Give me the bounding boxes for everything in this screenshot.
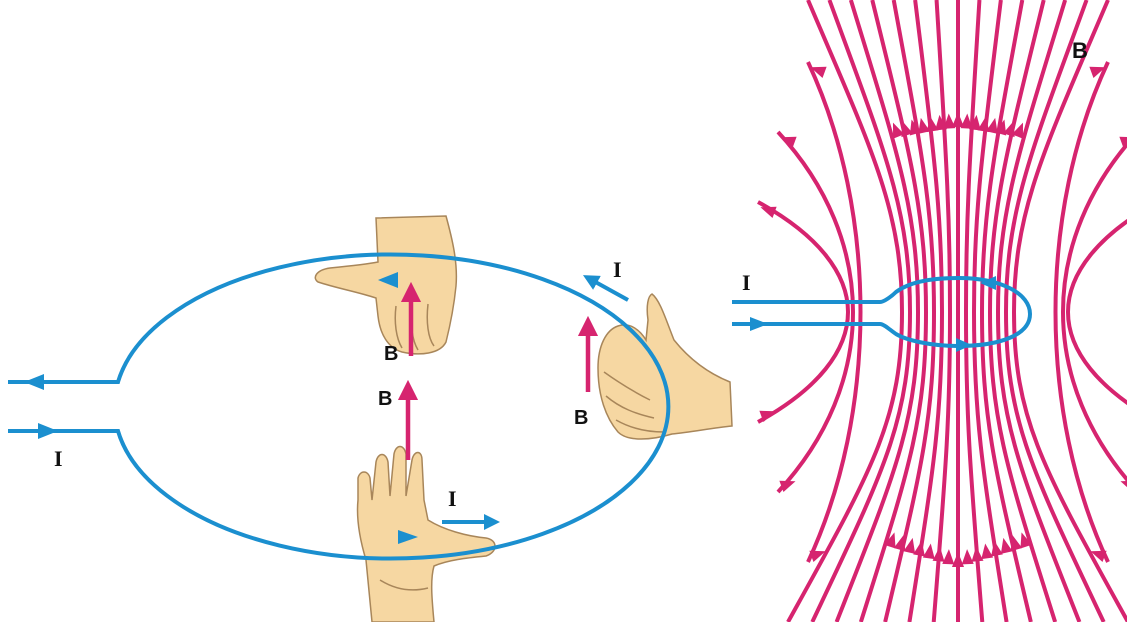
wire-arrow-out-icon	[24, 374, 44, 390]
right-hand-bottom-icon	[357, 447, 495, 622]
label-b-field: B	[1072, 38, 1088, 63]
current-arrow-right-side	[590, 279, 628, 300]
field-lines	[758, 0, 1127, 622]
field-line-1	[788, 0, 902, 622]
label-b-right-hand: B	[574, 407, 588, 429]
current-loop	[8, 255, 668, 559]
label-i-right-side: I	[613, 257, 622, 282]
right-hand-top-icon	[315, 216, 456, 354]
right-hand-right-icon	[598, 294, 732, 439]
wire-arrow-in-icon	[38, 423, 58, 439]
field-arrow-bottom-9	[961, 549, 974, 565]
small-current-loop	[732, 278, 1030, 346]
field-arrow-bottom-7	[942, 549, 955, 565]
field-line-outer-right-2	[1063, 132, 1127, 492]
small-loop-wire	[732, 278, 1030, 346]
label-b-bottom-hand: B	[378, 388, 392, 410]
field-arrow-bottom-8	[952, 552, 964, 567]
left-panel: B B B I I I	[8, 216, 732, 622]
field-line-outer-left-3	[758, 202, 848, 422]
field-arrow-outer-out-right-2	[1119, 132, 1127, 148]
field-arrow-bottom-10	[970, 546, 983, 562]
small-lead-arrow-in-icon	[750, 317, 768, 331]
right-panel: B I	[732, 0, 1127, 622]
label-i-small-lead: I	[742, 270, 751, 295]
current-indicators	[442, 279, 628, 522]
label-i-lead: I	[54, 446, 63, 471]
small-loop-arrow-bottom-icon	[956, 338, 972, 352]
loop-wire	[8, 255, 668, 559]
label-b-top-hand: B	[384, 343, 398, 365]
label-i-bottom: I	[448, 486, 457, 511]
field-line-outer-left-2	[778, 132, 853, 492]
